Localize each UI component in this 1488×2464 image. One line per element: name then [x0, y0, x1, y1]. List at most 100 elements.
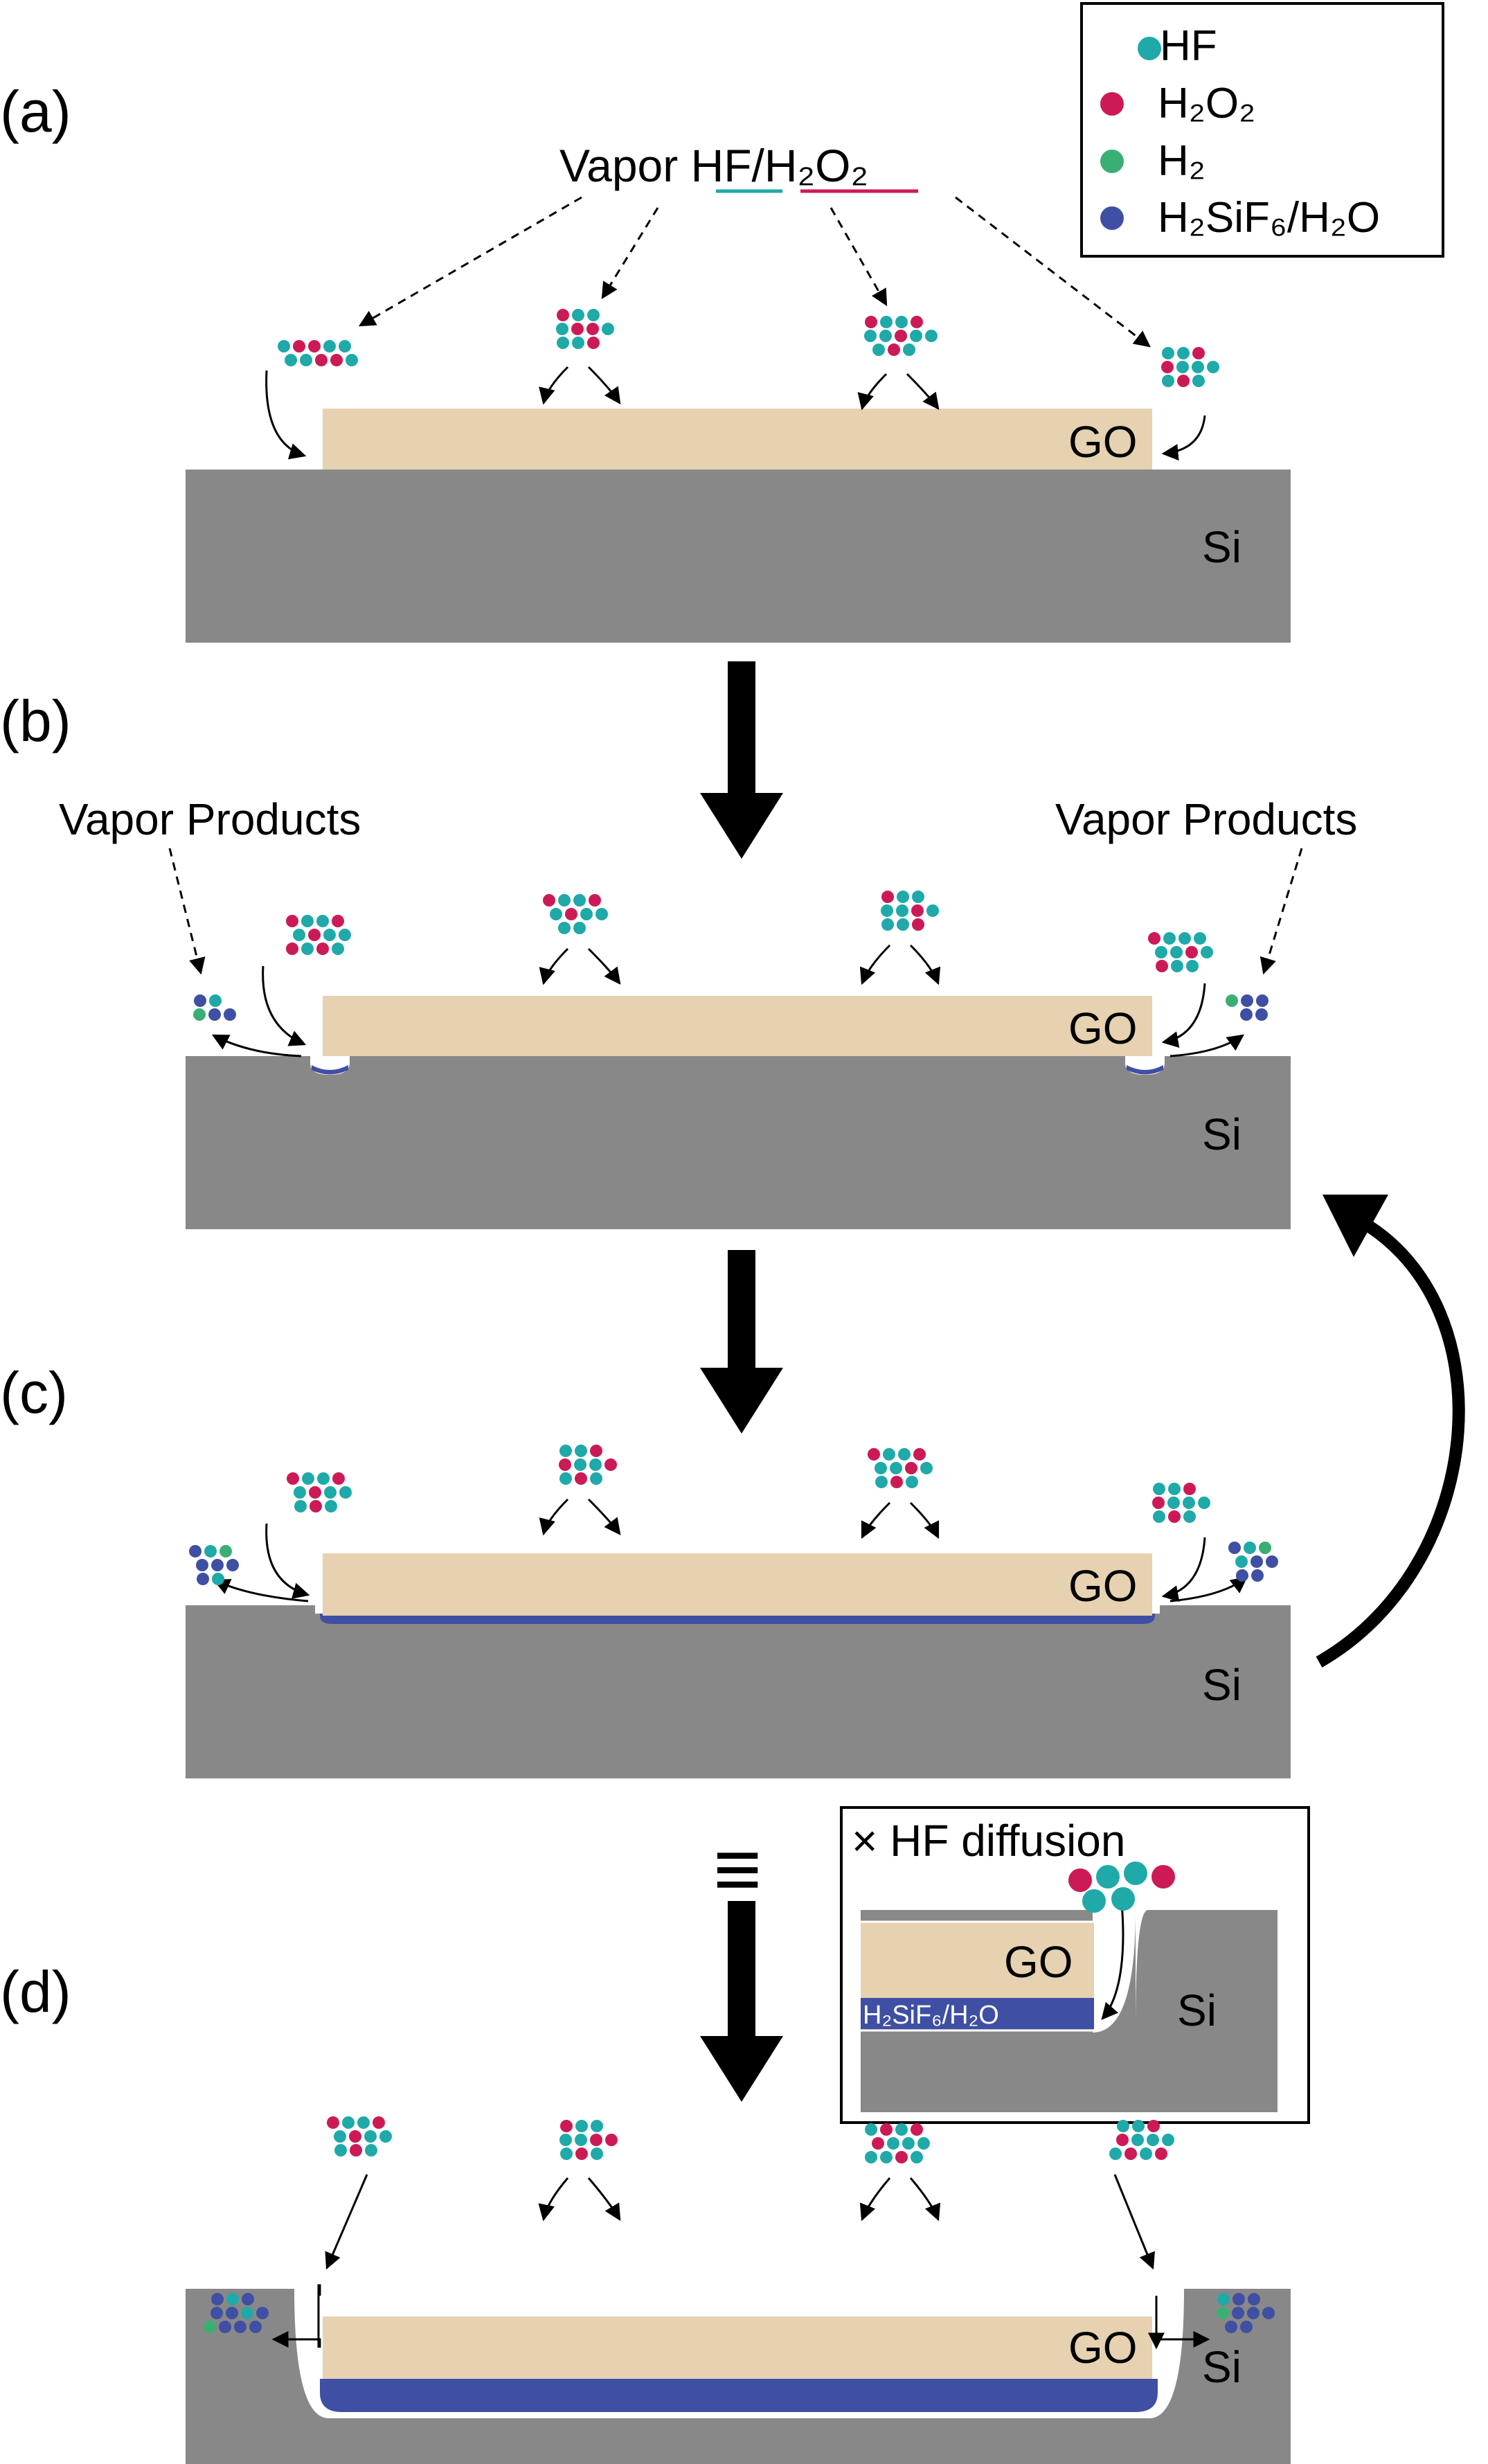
- vapor-products-left: Vapor Products: [59, 794, 361, 844]
- molecule: [897, 891, 909, 903]
- molecule: [211, 2293, 224, 2305]
- go-label-c: GO: [1068, 1561, 1138, 1611]
- molecule: [589, 1458, 602, 1471]
- go-label-b: GO: [1068, 1003, 1138, 1053]
- molecule: [1192, 375, 1205, 387]
- molecule: [865, 2151, 877, 2163]
- molecule-cluster: [1161, 347, 1219, 387]
- si-substrate-a: [186, 470, 1291, 643]
- molecule: [1259, 1542, 1271, 1554]
- molecule: [309, 1486, 321, 1499]
- molecule: [895, 316, 908, 328]
- molecule: [308, 929, 321, 941]
- legend-h2o2-swatch: [1100, 92, 1124, 116]
- molecule: [204, 2321, 216, 2333]
- molecule: [1178, 932, 1191, 945]
- molecule-cluster: [559, 1445, 617, 1485]
- molecule: [587, 309, 600, 321]
- molecule: [346, 354, 358, 366]
- molecule: [590, 1445, 602, 1457]
- molecule: [224, 1008, 236, 1021]
- molecule: [897, 918, 909, 931]
- molecule: [580, 908, 593, 920]
- panel-d-label: (d): [0, 1959, 71, 2024]
- molecule: [1155, 946, 1167, 958]
- molecule: [1185, 946, 1198, 958]
- molecule: [1148, 932, 1160, 945]
- molecule: [1247, 2307, 1260, 2319]
- molecule: [1262, 2307, 1275, 2319]
- molecule: [373, 2116, 385, 2129]
- molecule: [911, 316, 923, 328]
- reaction-arrow: [1169, 1034, 1244, 1057]
- legend-h2o2-label: H₂O₂: [1158, 80, 1255, 127]
- reaction-arrow: [539, 947, 569, 985]
- inset-molecule: [1082, 1889, 1106, 1913]
- product-escape-arrow: [1155, 2331, 1210, 2348]
- molecule: [379, 2130, 392, 2143]
- legend-h2-swatch: [1100, 150, 1124, 173]
- molecule-cluster: [1152, 1483, 1210, 1523]
- molecule: [208, 1008, 221, 1021]
- inset-h2sif6: [861, 1998, 1094, 2029]
- molecule: [1251, 1569, 1264, 1582]
- reaction-arrow: [861, 1501, 891, 1539]
- molecule: [194, 994, 206, 1007]
- reaction-arrow: [859, 944, 891, 985]
- inset-diffusion-arrow: [1101, 1902, 1124, 2020]
- molecule: [193, 1008, 206, 1021]
- molecule: [887, 2137, 899, 2150]
- molecule: [1161, 361, 1174, 373]
- molecule: [559, 2134, 572, 2146]
- molecule: [226, 2293, 239, 2305]
- molecule: [550, 908, 562, 920]
- molecule: [226, 2307, 238, 2319]
- si-label-c: Si: [1202, 1660, 1242, 1710]
- molecule-cluster: [286, 915, 351, 955]
- reaction-arrow: [1161, 983, 1206, 1048]
- molecule: [574, 1458, 586, 1471]
- molecule: [327, 2116, 339, 2129]
- molecule: [875, 1476, 888, 1488]
- down-arrow-c-d: [700, 1901, 783, 2102]
- molecule: [571, 323, 584, 335]
- molecule: [1117, 2120, 1129, 2132]
- molecule: [888, 343, 900, 356]
- molecule: [1183, 1497, 1195, 1509]
- molecule: [1131, 2134, 1144, 2146]
- molecule-clusters: [189, 309, 1278, 2333]
- inset-channel: [1093, 1910, 1136, 2033]
- molecule: [890, 1462, 902, 1474]
- molecule: [365, 2144, 377, 2157]
- reaction-arrow: [539, 366, 569, 405]
- molecule: [293, 929, 305, 941]
- vapor-prefix: Vapor: [559, 140, 691, 191]
- molecule: [350, 2144, 362, 2157]
- molecule: [879, 330, 892, 342]
- dashed-arrows-a: [358, 196, 1151, 348]
- molecule: [906, 1476, 918, 1488]
- go-layer-c: [323, 1553, 1152, 1616]
- molecule: [1124, 2148, 1137, 2160]
- si-label-a: Si: [1202, 522, 1242, 572]
- molecule-cluster: [1109, 2120, 1174, 2160]
- go-layer-b: [323, 996, 1152, 1056]
- molecule-cluster: [287, 1472, 352, 1512]
- panel-a-label: (a): [0, 79, 71, 144]
- molecule: [1207, 361, 1219, 373]
- molecule: [602, 323, 614, 335]
- molecule: [1162, 347, 1174, 359]
- molecule: [325, 1500, 337, 1512]
- molecule: [589, 894, 601, 907]
- molecule: [558, 922, 571, 934]
- molecule: [293, 340, 305, 352]
- reaction-arrow: [213, 1579, 309, 1603]
- molecule: [1147, 2134, 1159, 2146]
- molecule: [883, 1448, 895, 1461]
- molecule-cluster: [865, 2123, 930, 2163]
- molecule: [209, 994, 222, 1007]
- molecule: [301, 943, 314, 955]
- molecule: [575, 2120, 588, 2132]
- molecule: [890, 1476, 903, 1488]
- molecule: [575, 2148, 588, 2160]
